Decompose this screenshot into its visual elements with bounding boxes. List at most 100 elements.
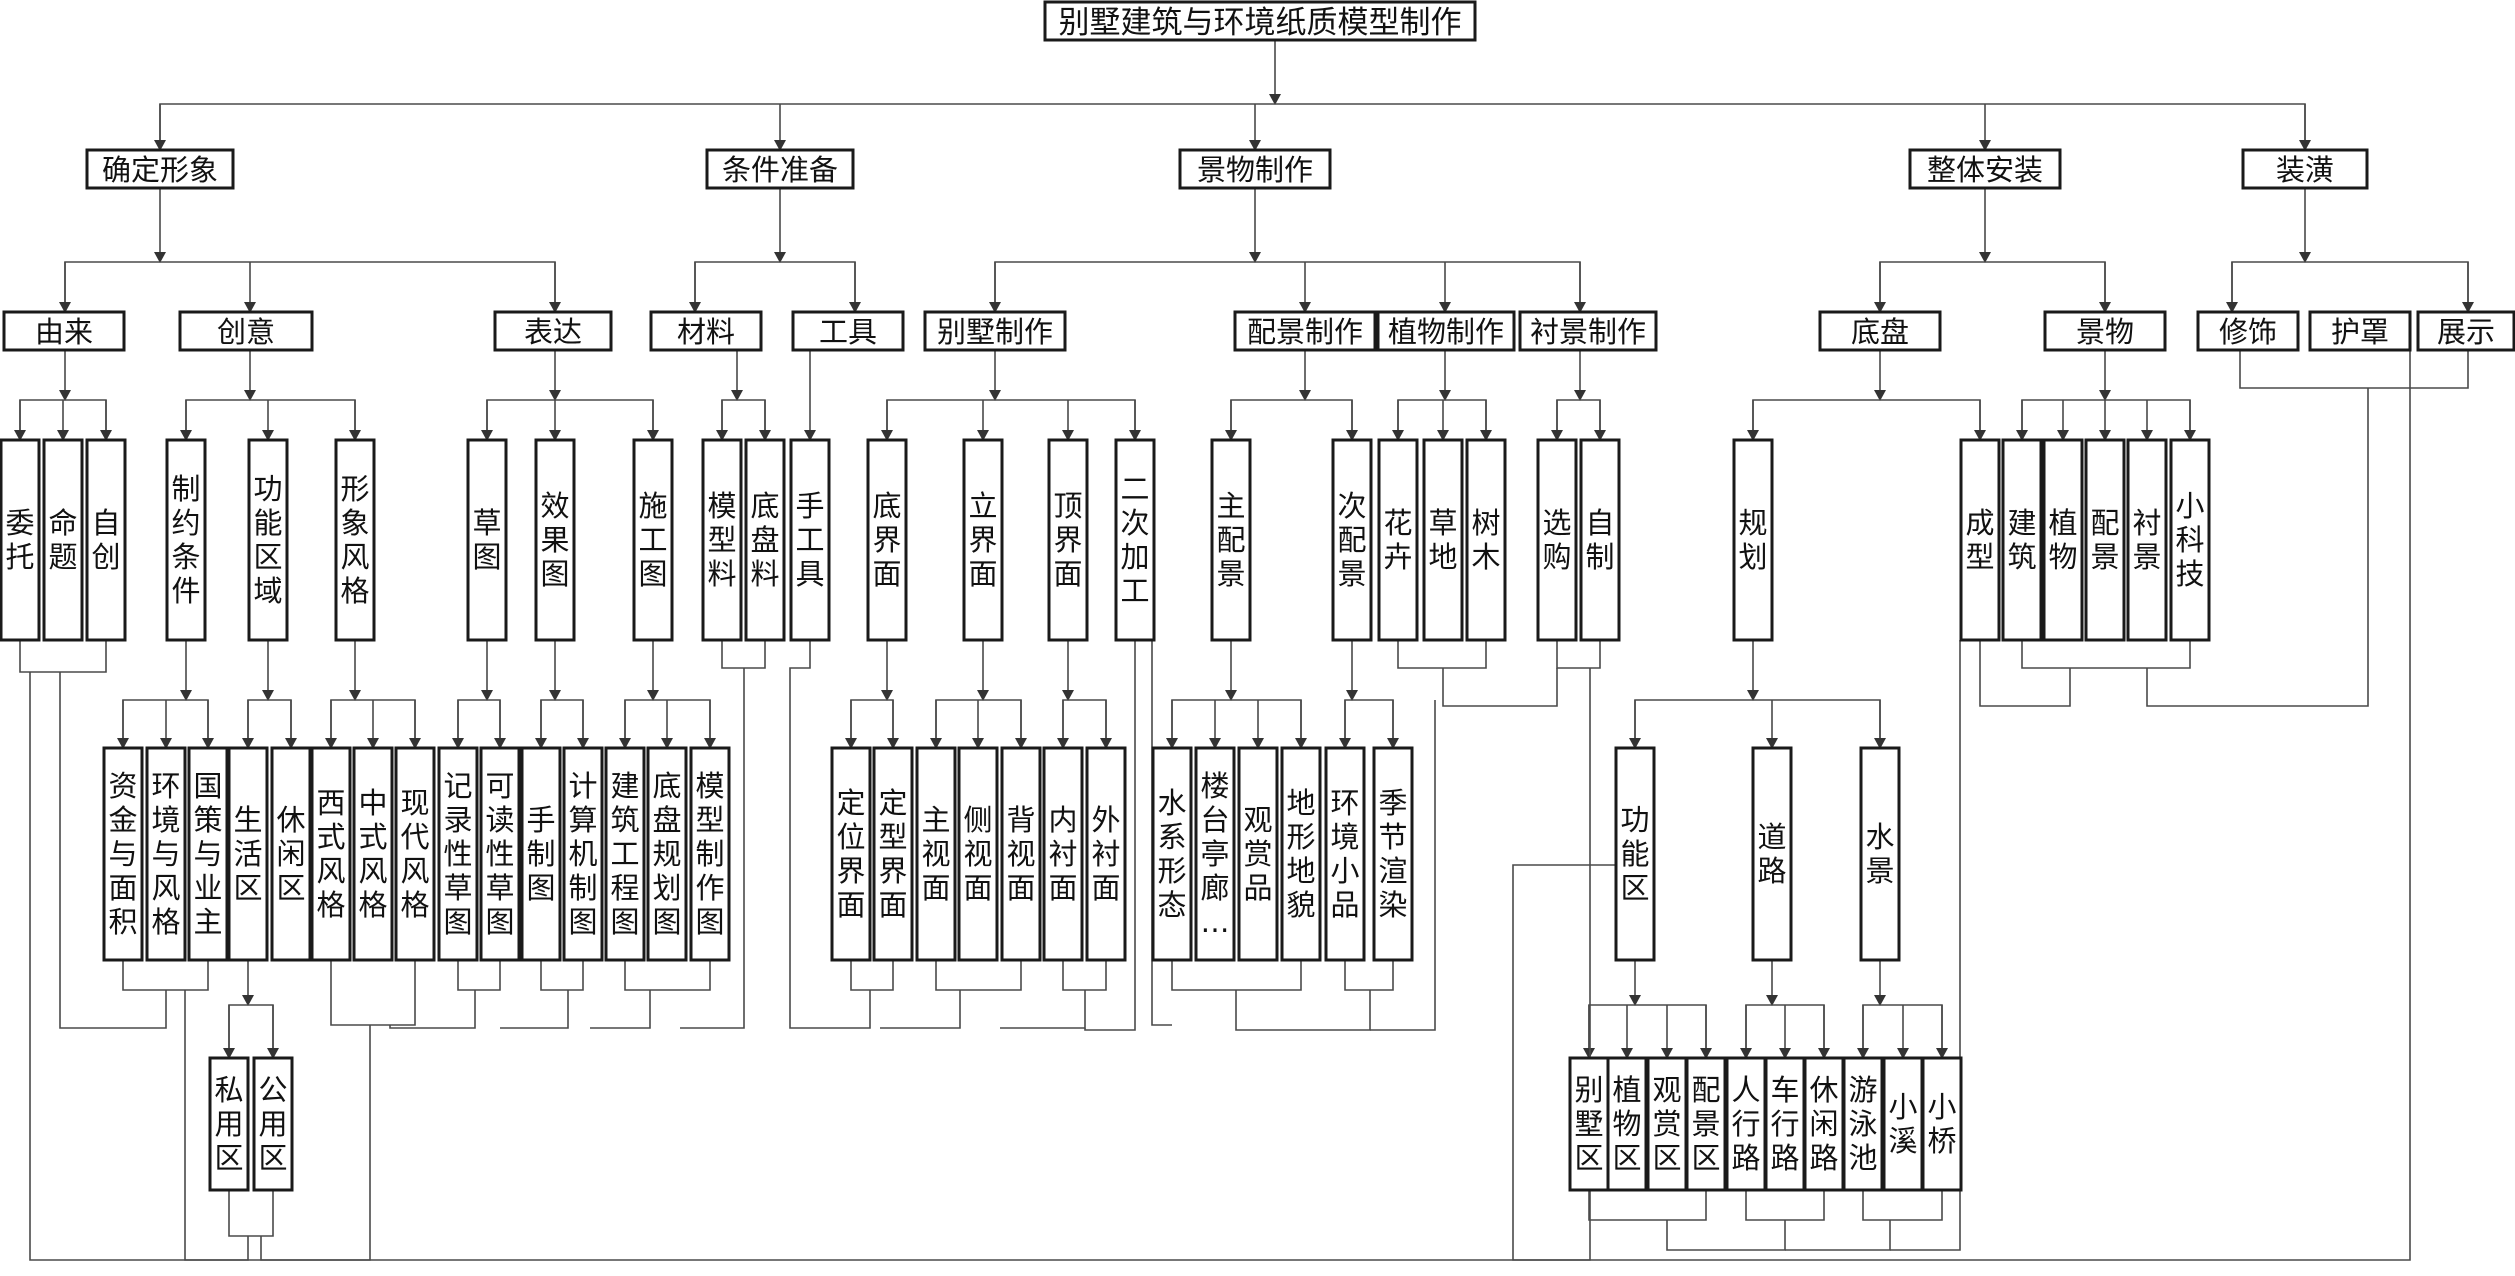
node-dingwei: 定位界面 xyxy=(830,746,872,962)
node-jianzhu: 建筑 xyxy=(2001,438,2043,642)
node-xingxiang: 形象风格 xyxy=(334,438,376,642)
node-huahui: 花卉 xyxy=(1377,438,1419,642)
label-dixing: 地形地貌 xyxy=(1286,786,1315,922)
label-xiaoqiao: 小桥 xyxy=(1927,1090,1956,1158)
label-jingwu: 景物 xyxy=(2076,315,2134,349)
node-shigong: 施工图 xyxy=(632,438,674,642)
label-xiuxianlu: 休闲路 xyxy=(1809,1073,1838,1175)
label-xiaoxi: 小溪 xyxy=(1888,1090,1917,1158)
node-lijiemian: 立界面 xyxy=(962,438,1004,642)
label-guihua: 规划 xyxy=(1738,506,1767,574)
label-zijin: 资金与面积 xyxy=(108,769,137,939)
node-jilu: 记录性草图 xyxy=(437,746,479,962)
node-jianzhugc: 建筑工程图 xyxy=(604,746,646,962)
label-dipan: 底盘 xyxy=(1851,315,1909,349)
label-dingxing: 定型界面 xyxy=(878,786,907,922)
node-zichuang: 自创 xyxy=(85,438,127,642)
node-zhongshi: 中式风格 xyxy=(352,746,394,962)
node-dingjiemian: 顶界面 xyxy=(1047,438,1089,642)
node-guanshang: 观赏品 xyxy=(1237,746,1279,962)
node-dijiemian: 底界面 xyxy=(866,438,908,642)
label-zhanshi: 展示 xyxy=(2437,315,2495,349)
node-beishi: 背视面 xyxy=(1000,746,1042,962)
node-neichen: 内衬面 xyxy=(1042,746,1084,962)
label-guoce: 国策与业主 xyxy=(193,769,222,939)
node-gongneng: 功能区域 xyxy=(247,438,289,642)
node-tiaojian: 条件准备 xyxy=(705,148,855,190)
connector-lines xyxy=(14,40,2474,1261)
label-bieshuzhizuo: 别墅制作 xyxy=(937,315,1053,349)
node-dixing: 地形地貌 xyxy=(1280,746,1322,962)
label-dingwei: 定位界面 xyxy=(836,786,865,922)
node-xiandai: 现代风格 xyxy=(394,746,436,962)
node-weituo: 委托 xyxy=(0,438,41,642)
label-moxingzz: 模型制作图 xyxy=(695,769,724,939)
node-xishi: 西式风格 xyxy=(310,746,352,962)
label-xuangou: 选购 xyxy=(1542,506,1571,574)
label-chuangyi: 创意 xyxy=(217,315,275,349)
label-zhiwujw: 植物 xyxy=(2048,506,2077,574)
label-beishi: 背视面 xyxy=(1006,803,1035,905)
node-daolu: 道路 xyxy=(1751,746,1793,962)
node-xuangou: 选购 xyxy=(1536,438,1578,642)
node-zhupei: 主配景 xyxy=(1210,438,1252,642)
label-peijingjw: 配景 xyxy=(2090,506,2119,574)
node-zhuanghuang: 装潢 xyxy=(2241,148,2369,190)
label-dijiemian: 底界面 xyxy=(872,489,901,591)
label-shumu: 树木 xyxy=(1471,506,1500,574)
node-jisuanji: 计算机制图 xyxy=(562,746,604,962)
node-kedu: 可读性草图 xyxy=(479,746,521,962)
label-dipangh: 底盘规划图 xyxy=(652,769,681,939)
node-dipanliao: 底盘料 xyxy=(744,438,786,642)
node-guihua: 规划 xyxy=(1732,438,1774,642)
label-jianzhu: 建筑 xyxy=(2007,506,2036,574)
label-huanjing: 环境与风格 xyxy=(151,769,180,939)
node-waichen: 外衬面 xyxy=(1085,746,1127,962)
node-ceshi: 侧视面 xyxy=(957,746,999,962)
label-caotu: 草图 xyxy=(472,506,501,574)
node-queding: 确定形象 xyxy=(85,148,235,190)
label-shigong: 施工图 xyxy=(638,489,667,591)
node-zhiwuzhizuo: 植物制作 xyxy=(1376,310,1516,352)
vertical-nodes: 委托命题自创制约条件功能区域形象风格草图效果图施工图模型料底盘料手工具底界面立界… xyxy=(0,438,2211,1192)
label-caodi: 草地 xyxy=(1428,506,1457,574)
label-renxing: 人行路 xyxy=(1731,1073,1760,1175)
node-zijin: 资金与面积 xyxy=(102,746,144,962)
label-shenghuo: 生活区 xyxy=(233,803,262,905)
node-renxing: 人行路 xyxy=(1725,1056,1767,1192)
node-shumu: 树木 xyxy=(1465,438,1507,642)
node-jingwuzhizuo: 景物制作 xyxy=(1178,148,1332,190)
node-bieshuzhizuo: 别墅制作 xyxy=(923,310,1067,352)
label-jisuanji: 计算机制图 xyxy=(568,769,597,939)
node-zhiwuqu: 植物区 xyxy=(1606,1056,1648,1192)
label-tiaojian: 条件准备 xyxy=(722,153,838,187)
label-huzhao: 护罩 xyxy=(2331,315,2389,349)
label-zhushi: 主视面 xyxy=(921,803,950,905)
node-zhushi: 主视面 xyxy=(915,746,957,962)
label-xingxiang: 形象风格 xyxy=(340,472,369,608)
node-chuangyi: 创意 xyxy=(178,310,314,352)
label-zizhi: 自制 xyxy=(1585,506,1614,574)
node-xiaokeji: 小科技 xyxy=(2169,438,2211,642)
node-jingwu: 景物 xyxy=(2043,310,2167,352)
node-siyong: 私用区 xyxy=(208,1056,250,1192)
node-huzhao: 护罩 xyxy=(2308,310,2412,352)
node-gongyong: 公用区 xyxy=(252,1056,294,1192)
node-zhiyue: 制约条件 xyxy=(165,438,207,642)
nodes: 别墅建筑与环境纸质模型制作 确定形象 条件准备 景物制作 整体安装 装潢 由来 xyxy=(2,0,2515,352)
node-zizhi: 自制 xyxy=(1579,438,1621,642)
label-youyong: 游泳池 xyxy=(1848,1073,1877,1175)
label-zhongshi: 中式风格 xyxy=(358,786,387,922)
node-shougongju: 手工具 xyxy=(789,438,831,642)
label-gongyong: 公用区 xyxy=(258,1073,287,1175)
label-peijingqu: 配景区 xyxy=(1691,1073,1720,1175)
node-guoce: 国策与业主 xyxy=(187,746,229,962)
label-mingti: 命题 xyxy=(48,506,77,574)
node-xiuxian: 休闲区 xyxy=(270,746,312,962)
label-xiandai: 现代风格 xyxy=(400,786,429,922)
label-guanshang: 观赏品 xyxy=(1243,803,1272,905)
node-gongju: 工具 xyxy=(791,310,905,352)
node-huanjing: 环境与风格 xyxy=(145,746,187,962)
node-erci: 二次加工 xyxy=(1114,438,1156,642)
label-waichen: 外衬面 xyxy=(1091,803,1120,905)
